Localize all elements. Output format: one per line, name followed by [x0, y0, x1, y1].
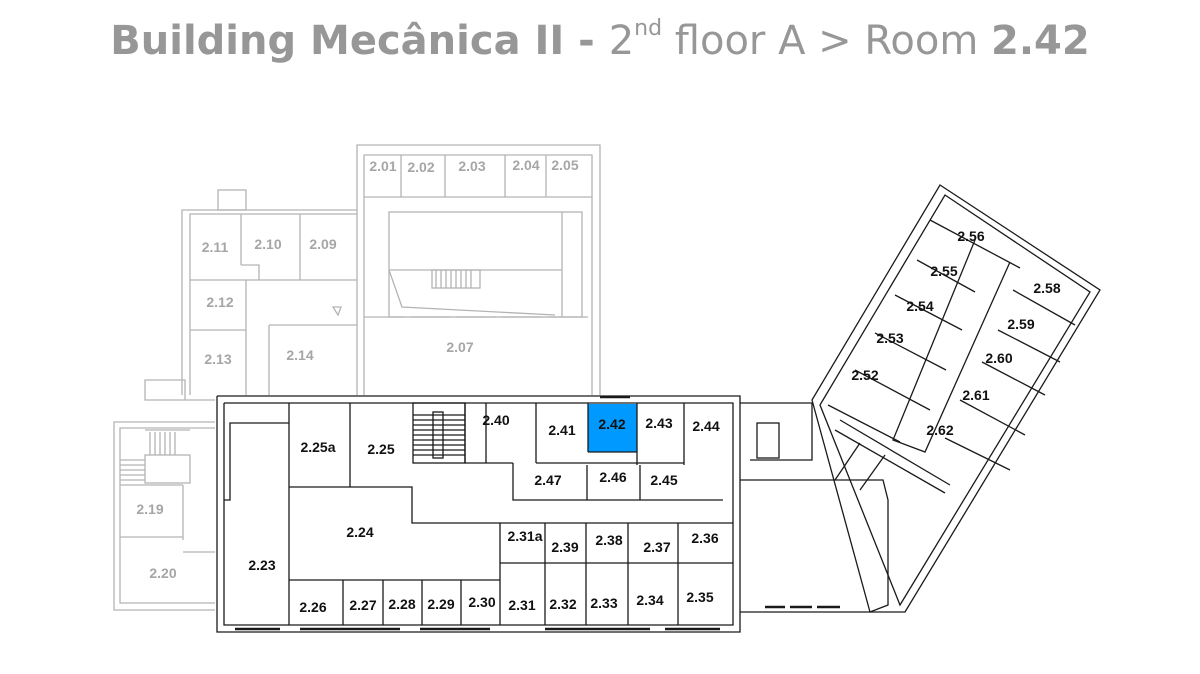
room-label-2.20: 2.20 [149, 565, 176, 581]
room-label-2.32[interactable]: 2.32 [549, 596, 576, 612]
room-label-2.29[interactable]: 2.29 [427, 596, 454, 612]
room-label-2.58[interactable]: 2.58 [1033, 280, 1060, 296]
room-label-2.07: 2.07 [446, 339, 473, 355]
room-label-2.05: 2.05 [551, 157, 578, 173]
room-number: 2.42 [991, 18, 1090, 64]
room-label-2.41[interactable]: 2.41 [548, 422, 575, 438]
room-label-2.24[interactable]: 2.24 [346, 524, 373, 540]
room-label-2.11: 2.11 [202, 239, 229, 255]
room-label-2.55[interactable]: 2.55 [930, 263, 957, 279]
floor-breadcrumb: floor A > Room [662, 18, 992, 64]
room-label-2.10: 2.10 [254, 236, 281, 252]
room-2.42-highlight[interactable] [588, 404, 637, 452]
page-title: Building Mecânica II - 2nd floor A > Roo… [0, 16, 1200, 64]
room-label-2.56[interactable]: 2.56 [957, 228, 984, 244]
room-label-2.14: 2.14 [286, 347, 313, 363]
room-label-2.53[interactable]: 2.53 [876, 330, 903, 346]
room-label-2.31a[interactable]: 2.31a [507, 528, 542, 544]
room-label-2.25a[interactable]: 2.25a [300, 439, 335, 455]
room-label-2.39[interactable]: 2.39 [551, 539, 578, 555]
floor-a-outline [216, 184, 1101, 633]
floor-ordinal-suffix: nd [634, 16, 663, 41]
background-room-labels: 2.01 2.02 2.03 2.04 2.05 2.07 2.09 2.10 … [136, 157, 578, 581]
room-label-2.25[interactable]: 2.25 [367, 441, 394, 457]
room-label-2.19: 2.19 [136, 501, 163, 517]
room-label-2.03: 2.03 [458, 158, 485, 174]
room-label-2.54[interactable]: 2.54 [906, 298, 933, 314]
room-label-2.62[interactable]: 2.62 [926, 422, 953, 438]
room-label-2.12: 2.12 [206, 294, 233, 310]
room-label-2.35[interactable]: 2.35 [686, 589, 713, 605]
room-label-2.28[interactable]: 2.28 [388, 596, 415, 612]
room-label-2.47[interactable]: 2.47 [534, 472, 561, 488]
room-label-2.52[interactable]: 2.52 [851, 367, 878, 383]
room-label-2.30[interactable]: 2.30 [468, 594, 495, 610]
room-label-2.46[interactable]: 2.46 [599, 469, 626, 485]
floor-number: 2 [608, 18, 635, 64]
room-label-2.13: 2.13 [204, 351, 231, 367]
room-label-2.59[interactable]: 2.59 [1007, 316, 1034, 332]
room-label-2.44[interactable]: 2.44 [692, 418, 719, 434]
building-name: Building Mecânica II - [110, 18, 609, 64]
room-label-2.09: 2.09 [309, 236, 336, 252]
room-label-2.02: 2.02 [407, 159, 434, 175]
background-wing-outline [113, 144, 601, 611]
room-label-2.23[interactable]: 2.23 [248, 557, 275, 573]
room-label-2.38[interactable]: 2.38 [595, 532, 622, 548]
room-label-2.37[interactable]: 2.37 [643, 539, 670, 555]
room-label-2.60[interactable]: 2.60 [985, 350, 1012, 366]
room-label-2.61[interactable]: 2.61 [962, 387, 989, 403]
room-label-2.33[interactable]: 2.33 [590, 595, 617, 611]
room-label-2.45[interactable]: 2.45 [650, 472, 677, 488]
room-label-2.27[interactable]: 2.27 [349, 597, 376, 613]
room-label-2.01: 2.01 [369, 158, 396, 174]
room-label-2.43[interactable]: 2.43 [645, 415, 672, 431]
room-label-2.42[interactable]: 2.42 [598, 416, 625, 432]
room-label-2.26[interactable]: 2.26 [299, 599, 326, 615]
room-label-2.31[interactable]: 2.31 [508, 597, 535, 613]
room-label-2.04: 2.04 [512, 157, 539, 173]
floor-a-room-labels: 2.23 2.24 2.25 2.25a 2.26 2.27 2.28 2.29… [248, 228, 1060, 615]
room-label-2.34[interactable]: 2.34 [636, 592, 663, 608]
room-label-2.36[interactable]: 2.36 [691, 530, 718, 546]
room-label-2.40[interactable]: 2.40 [482, 412, 509, 428]
